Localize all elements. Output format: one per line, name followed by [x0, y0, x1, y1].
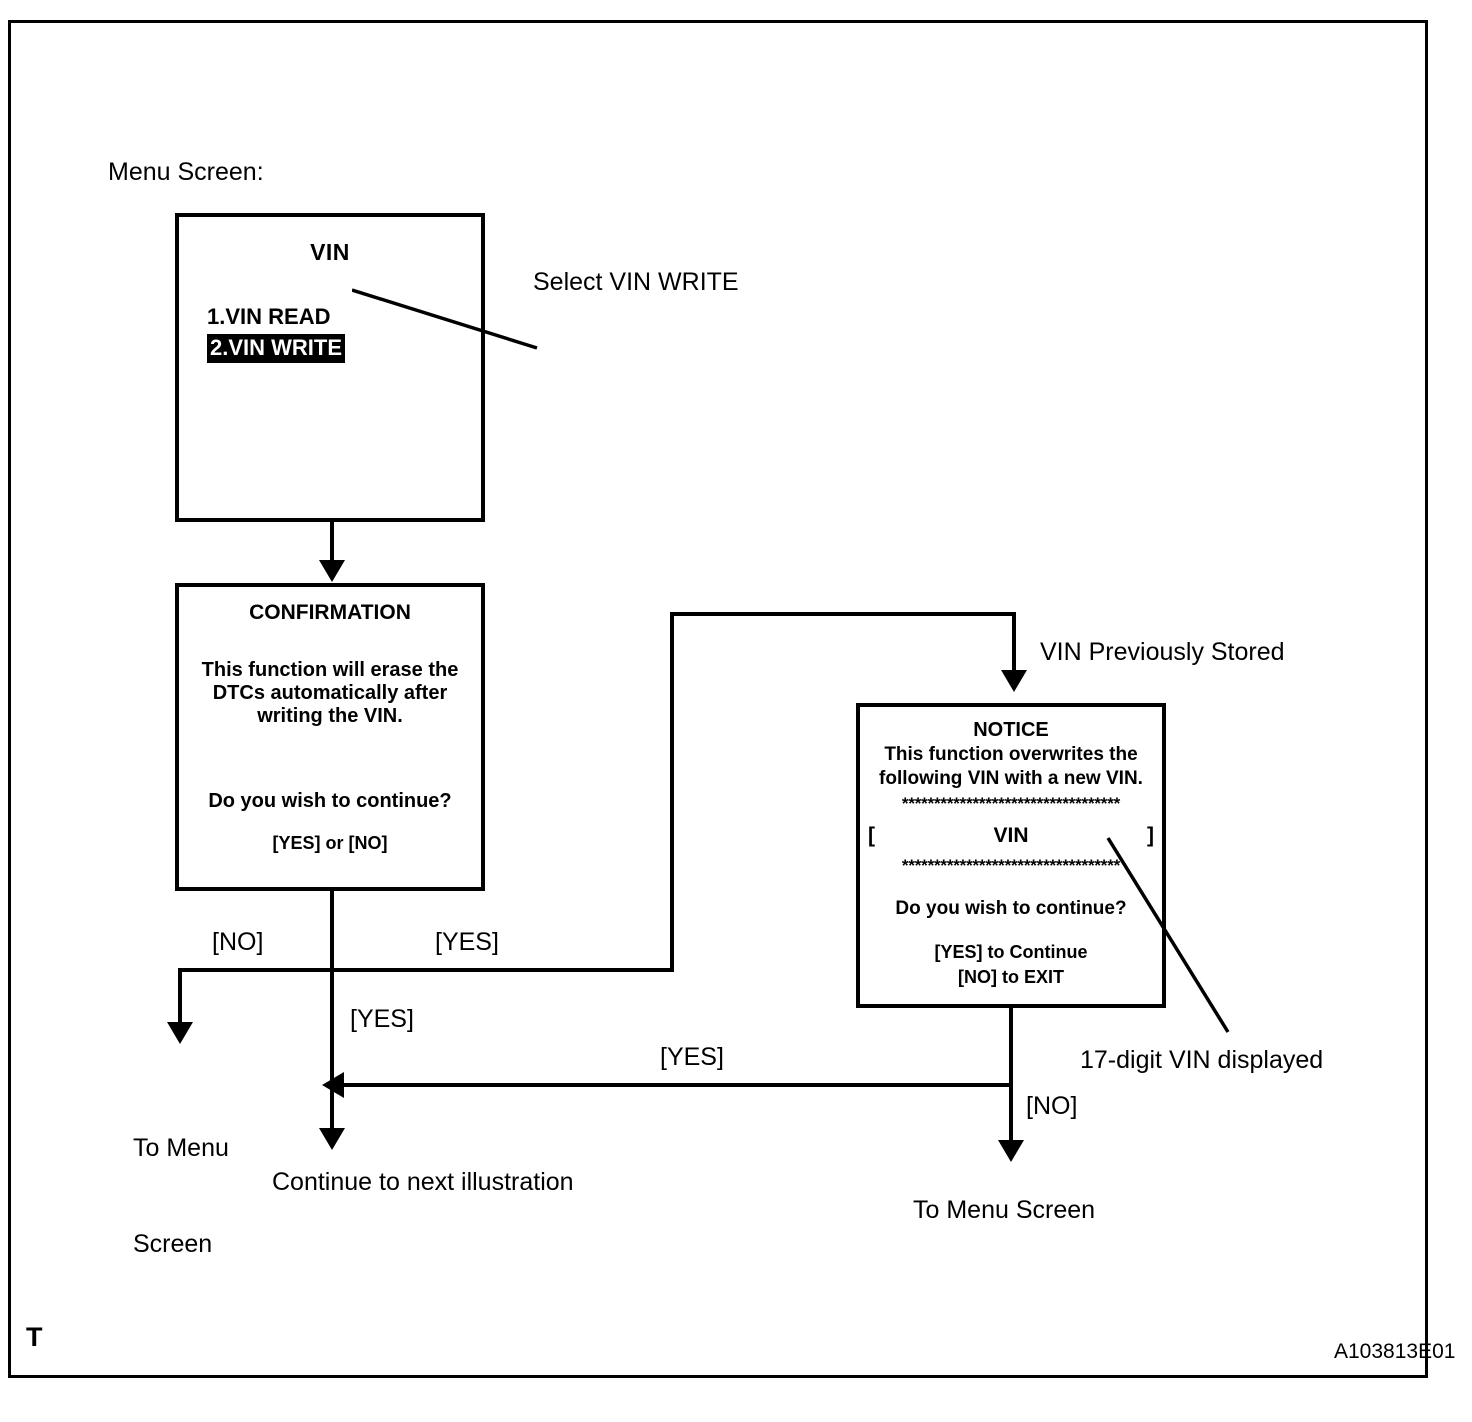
- flow-label-yes-return: [YES]: [660, 1043, 724, 1071]
- confirmation-title: CONFIRMATION: [249, 601, 411, 624]
- notice-option-yes: [YES] to Continue: [934, 942, 1088, 962]
- terminal-continue-next-illustration: Continue to next illustration: [272, 1168, 574, 1196]
- notice-separator-bottom: **********************************: [901, 856, 1121, 875]
- page-border: [8, 20, 1428, 1378]
- arrowhead-to-menu-screen-left: [167, 1022, 193, 1044]
- connector-vin-to-confirmation: [330, 522, 334, 564]
- confirmation-body-line-1: This function will erase the: [201, 659, 459, 681]
- flow-label-yes-right: [YES]: [435, 928, 499, 956]
- figure-code: A103813E01: [1334, 1340, 1456, 1363]
- flow-label-yes-down: [YES]: [350, 1005, 414, 1033]
- connector-no-down: [178, 968, 182, 1028]
- menu-item-vin-write[interactable]: 2.VIN WRITE: [207, 334, 346, 363]
- flow-label-no-left: [NO]: [212, 928, 264, 956]
- confirmation-screen: CONFIRMATION This function will erase th…: [175, 583, 485, 891]
- connector-confirmation-down: [330, 891, 334, 972]
- terminal-to-menu-screen-left: To Menu Screen: [133, 1068, 229, 1324]
- confirmation-body-line-2: DTCs automatically after: [212, 682, 448, 704]
- corner-marker: T: [26, 1322, 43, 1352]
- vin-field-left-bracket: [: [868, 824, 875, 847]
- menu-item-vin-read[interactable]: 1.VIN READ: [207, 304, 331, 329]
- connector-yes-drop-to-notice: [1012, 612, 1016, 674]
- notice-title: NOTICE: [973, 719, 1049, 741]
- arrowhead-to-menu-screen-right: [998, 1140, 1024, 1162]
- confirmation-body-line-3: writing the VIN.: [257, 705, 403, 727]
- callout-select-vin-write: Select VIN WRITE: [533, 268, 739, 296]
- callout-17-digit-vin: 17-digit VIN displayed: [1080, 1046, 1324, 1074]
- figure-caption: Menu Screen:: [108, 158, 264, 186]
- select-vin-write-leader-line: [352, 288, 538, 350]
- arrowhead-into-notice: [1001, 670, 1027, 692]
- terminal-to-menu-screen-left-line2: Screen: [133, 1230, 213, 1258]
- connector-notice-yes-left: [340, 1083, 1013, 1087]
- notice-body-line-2: following VIN with a new VIN.: [879, 768, 1143, 789]
- terminal-to-menu-screen-left-line1: To Menu: [133, 1134, 229, 1162]
- notice-vin-field: [ VIN ]: [860, 824, 1162, 848]
- notice-option-no: [NO] to EXIT: [958, 967, 1064, 987]
- flow-label-no-notice: [NO]: [1026, 1092, 1078, 1120]
- connector-no-left: [178, 968, 334, 972]
- callout-vin-previously-stored: VIN Previously Stored: [1040, 638, 1285, 666]
- notice-body-line-1: This function overwrites the: [884, 744, 1138, 765]
- notice-screen: NOTICE This function overwrites the foll…: [856, 703, 1166, 1008]
- terminal-to-menu-screen-right: To Menu Screen: [913, 1196, 1096, 1224]
- vin-field-value: VIN: [993, 824, 1029, 847]
- vin-menu-title: VIN: [310, 239, 350, 265]
- connector-yes-continue-down: [330, 968, 334, 1136]
- confirmation-options: [YES] or [NO]: [272, 833, 388, 853]
- vin-menu-screen: VIN 1.VIN READ 2.VIN WRITE: [175, 213, 485, 522]
- connector-notice-down: [1009, 1008, 1013, 1087]
- notice-separator-top: **********************************: [901, 794, 1121, 813]
- notice-question: Do you wish to continue?: [895, 898, 1127, 919]
- confirmation-question: Do you wish to continue?: [208, 790, 452, 812]
- arrowhead-continue-next-illustration: [319, 1128, 345, 1150]
- arrowhead-vin-to-confirmation: [319, 560, 345, 582]
- connector-yes-right: [330, 968, 674, 972]
- connector-yes-riser: [670, 612, 674, 972]
- vin-field-right-bracket: ]: [1146, 824, 1154, 847]
- seventeen-digit-vin-leader-line: [1106, 837, 1230, 1033]
- connector-yes-top-rail: [670, 612, 1016, 616]
- connector-notice-no-down: [1009, 1083, 1013, 1148]
- arrowhead-notice-yes-left: [322, 1072, 344, 1098]
